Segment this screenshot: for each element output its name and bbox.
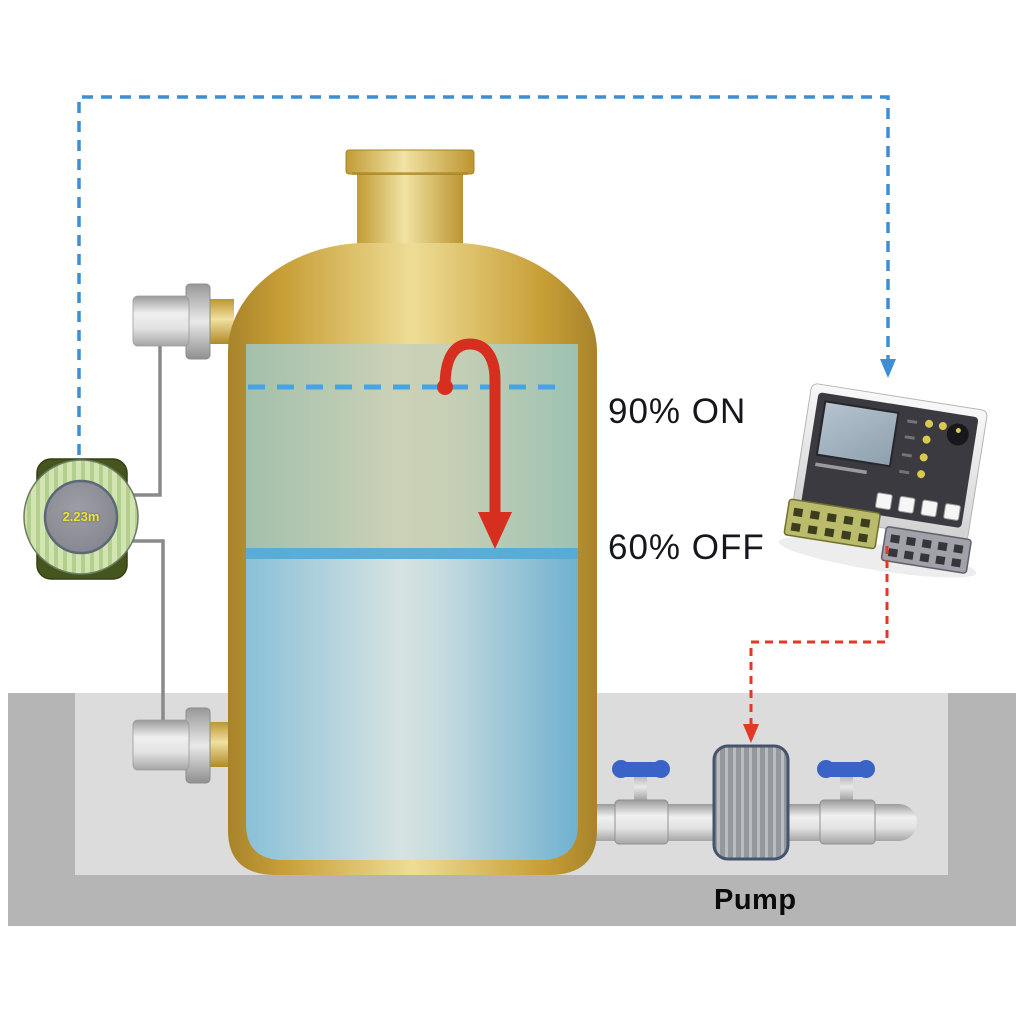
controller-knob [946,423,969,446]
inlet-gold-stub [206,299,234,344]
controller-screen [815,400,900,468]
valve-handle-lobe [817,760,835,778]
tank-neck [345,149,475,248]
controller-indicator-leds [899,419,947,479]
valve-handle-lobe [857,760,875,778]
outlet-valve-right [817,760,876,845]
controller [778,383,988,578]
neck-body [357,168,463,248]
storage-tank [228,243,597,875]
valve-body [819,799,876,845]
valve-body [614,799,669,845]
neck-flange-edge [352,172,468,175]
sensor-wire-bottom [127,539,165,722]
signal-arrow-head [880,359,896,378]
level-off-label: 60% OFF [608,528,765,567]
valve-stem [634,770,647,804]
sensor-display [43,479,119,555]
water-surface-line [246,548,578,559]
water-upper [246,344,578,548]
controller-screen-caption [815,462,867,475]
valve-handle-lobe [612,760,630,778]
tank-inlet-pipe-top [132,283,234,360]
controller-knob-dot [955,427,961,433]
controller-terminal-left [783,498,881,550]
command-line-red [743,546,889,743]
valve-handle-lobe [652,760,670,778]
neck-flange [345,149,475,175]
inlet-cylinder [132,295,190,347]
level-sensor [23,458,139,580]
level-on-label: 90% ON [608,392,747,431]
command-arrow-head [743,724,759,743]
valve-stem [840,770,853,804]
sensor-wire-top [127,346,162,497]
controller-terminal-right [880,526,972,574]
outlet-flange [185,707,211,784]
drop-arrow [437,338,512,549]
inlet-flange [185,283,211,360]
pump-body [712,744,790,861]
drop-arrow-hook [439,338,501,516]
sensor-reading: 2.23m [62,509,100,524]
inlet-valve-left [612,760,670,845]
outlet-cylinder [132,719,190,771]
signal-line-blue [77,95,896,455]
water-lower [246,548,578,860]
pump-label: Pump [714,884,797,916]
controller-buttons [875,492,961,521]
drop-arrow-head [478,512,512,549]
